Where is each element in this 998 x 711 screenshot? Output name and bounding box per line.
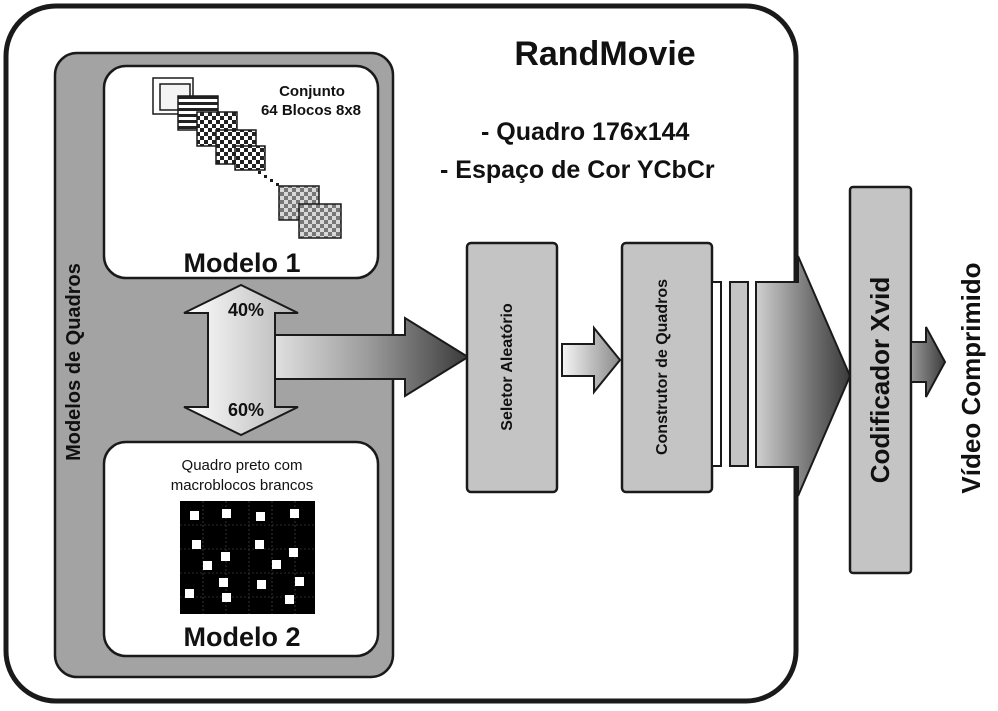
xvid-encoder-label: Codificador Xvid: [865, 277, 895, 484]
arrow-to-output: [910, 326, 947, 398]
spec-frame-size: - Quadro 176x144: [481, 118, 690, 146]
diagram-title: RandMovie: [514, 35, 695, 73]
output-frame-2: [729, 281, 749, 467]
black-frame-illustration: [180, 501, 315, 614]
spec-color-space: - Espaço de Cor YCbCr: [440, 156, 715, 184]
random-selector-label: Seletor Aleatório: [499, 303, 516, 431]
block-set-illustration: [152, 77, 342, 239]
compressed-video-label: Vídeo Comprimido: [956, 262, 986, 493]
output-frame-1: [711, 281, 722, 467]
random-selector-block: [465, 241, 559, 494]
arrow-to-encoder: [755, 255, 852, 497]
ellipsis-dots: [258, 171, 279, 186]
model1-label: Modelo 1: [183, 248, 300, 278]
model1-caption-line2: 64 Blocos 8x8: [261, 102, 361, 119]
arrow-to-builder: [561, 325, 622, 395]
model2-label: Modelo 2: [183, 622, 300, 652]
double-arrow-probability: [183, 283, 299, 437]
frame-builder-label: Construtor de Quadros: [654, 279, 671, 455]
model2-caption-line1: Quadro preto com: [182, 457, 303, 474]
frame-models-label: Modelos de Quadros: [63, 263, 85, 461]
model2-probability: 60%: [228, 400, 264, 420]
model1-probability: 40%: [228, 300, 264, 320]
model1-caption-line1: Conjunto: [279, 83, 345, 100]
model2-caption-line2: macroblocos brancos: [171, 477, 314, 494]
